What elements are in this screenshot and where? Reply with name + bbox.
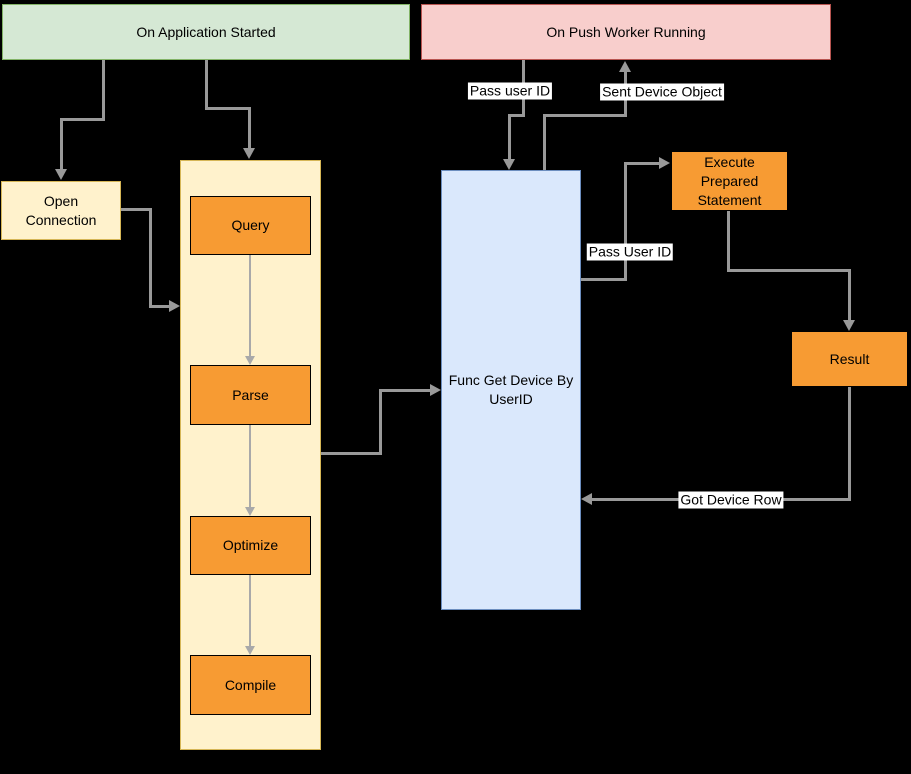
edge-optimize-compile-seg [249, 575, 251, 646]
edge-pushworker-func-arrowhead [503, 159, 515, 170]
edge-func-execute-seg-h1 [581, 278, 627, 281]
edge-openconn-container-arrowhead [169, 300, 180, 312]
edge-optimize-compile-arrowhead [245, 646, 255, 655]
edge-func-pushworker-seg-v1 [543, 114, 546, 170]
edge-query-parse-arrowhead [245, 356, 255, 365]
edge-label-got-device-row[interactable]: Got Device Row [678, 491, 784, 509]
edge-openconn-container-seg-h1 [121, 208, 152, 211]
edge-appstart-container-seg-v2 [248, 107, 251, 148]
node-execute-prepared-statement[interactable]: Execute Prepared Statement [671, 151, 788, 211]
node-on-application-started[interactable]: On Application Started [2, 4, 410, 60]
edge-result-func-seg-v1 [848, 387, 851, 501]
edge-execute-result-seg-v1 [727, 211, 730, 272]
edge-func-execute-seg-h2 [624, 162, 661, 165]
node-parse[interactable]: Parse [190, 365, 311, 425]
edge-appstart-container-arrowhead [243, 148, 255, 159]
edge-parse-optimize-arrowhead [245, 507, 255, 516]
edge-openconn-container-seg-h2 [149, 305, 170, 308]
edge-func-execute-seg-v1 [624, 162, 627, 281]
edge-appstart-openconn-seg-v2 [60, 118, 63, 170]
edge-func-execute-arrowhead [659, 157, 670, 169]
node-optimize[interactable]: Optimize [190, 516, 311, 575]
edge-container-func-seg-h2 [379, 389, 431, 392]
edge-container-func-seg-v1 [379, 389, 382, 455]
edge-appstart-container-seg-h1 [205, 107, 251, 110]
edge-func-pushworker-arrowhead [619, 61, 631, 72]
edge-func-pushworker-seg-h1 [543, 114, 627, 117]
edge-appstart-container-seg-v1 [205, 60, 208, 110]
node-result[interactable]: Result [791, 331, 908, 387]
edge-appstart-openconn-seg-v1 [102, 60, 105, 121]
node-func-get-device-by-userid[interactable]: Func Get Device By UserID [441, 170, 581, 610]
edge-container-func-seg-h1 [321, 452, 382, 455]
edge-label-sent-device-object[interactable]: Sent Device Object [600, 83, 724, 101]
edge-container-func-arrowhead [430, 384, 441, 396]
edge-appstart-openconn-seg-h1 [60, 118, 105, 121]
edge-appstart-openconn-arrowhead [55, 169, 67, 180]
edge-parse-optimize-seg [249, 425, 251, 507]
edge-openconn-container-seg-v1 [149, 208, 152, 308]
node-on-push-worker-running[interactable]: On Push Worker Running [421, 4, 831, 60]
edge-query-parse-seg [249, 255, 251, 356]
edge-pushworker-func-seg-h1 [508, 114, 525, 117]
node-open-connection[interactable]: Open Connection [1, 181, 121, 240]
node-query[interactable]: Query [190, 196, 311, 255]
edge-execute-result-seg-h1 [727, 269, 851, 272]
edge-result-func-arrowhead [581, 493, 592, 505]
edge-pushworker-func-seg-v2 [508, 114, 511, 159]
edge-execute-result-seg-v2 [848, 269, 851, 321]
edge-label-pass-user-id-top[interactable]: Pass user ID [467, 82, 553, 100]
node-compile[interactable]: Compile [190, 655, 311, 715]
edge-execute-result-arrowhead [843, 320, 855, 331]
edge-label-pass-user-id-mid[interactable]: Pass User ID [586, 243, 674, 261]
